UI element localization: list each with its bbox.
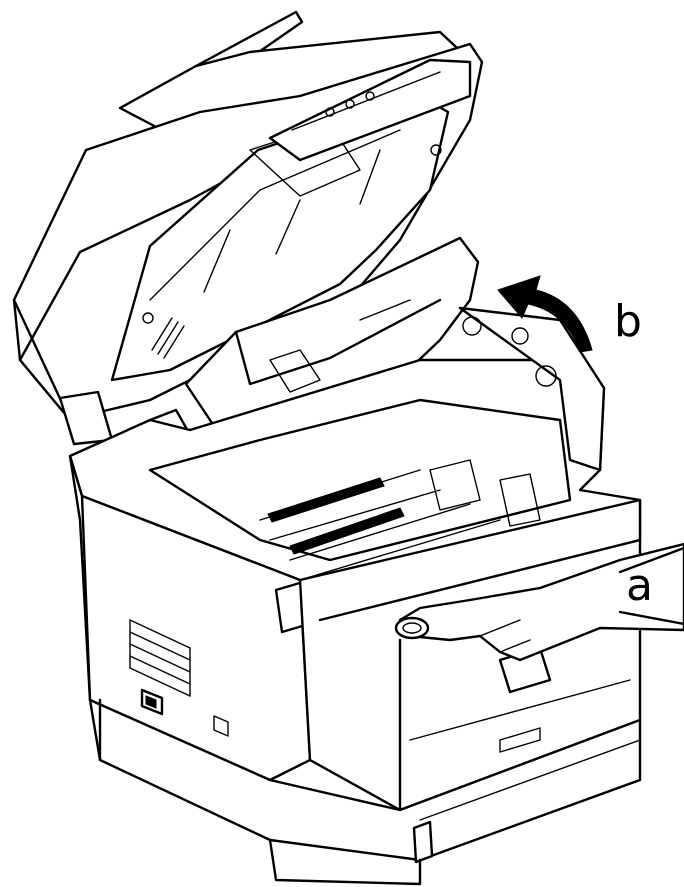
callout-label-a: a: [626, 560, 653, 611]
leader-line-a-bottom: [618, 610, 684, 626]
leader-line-a-top: [618, 546, 684, 574]
printer-body: [68, 306, 642, 886]
hand: [394, 542, 684, 662]
callout-label-b: b: [614, 296, 642, 347]
scanner-lid: [12, 10, 484, 446]
curved-arrow-icon: [497, 275, 593, 353]
